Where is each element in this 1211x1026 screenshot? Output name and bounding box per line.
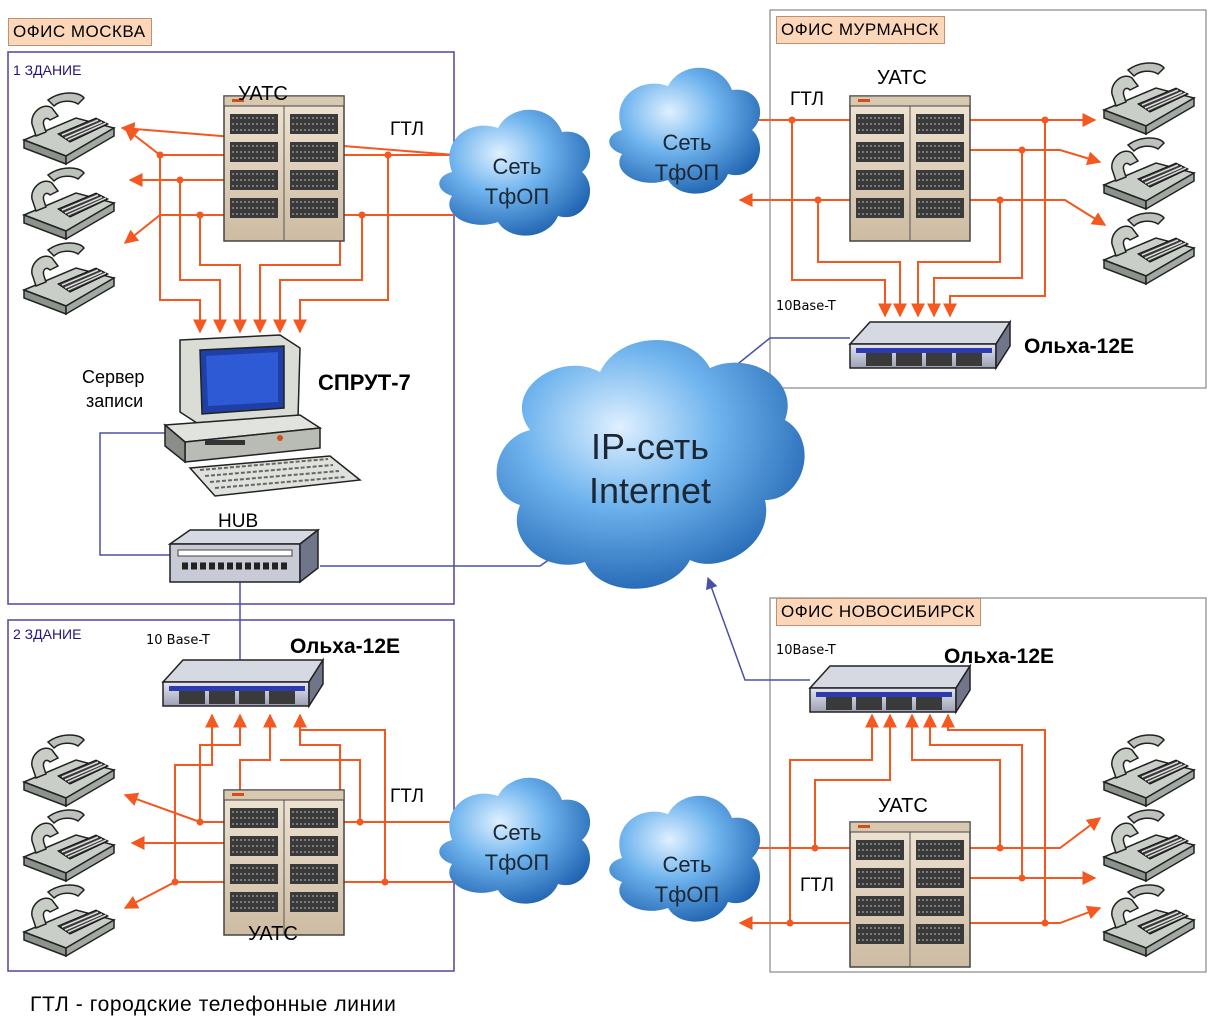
- pbx-murmansk-label: УАТС: [877, 67, 927, 89]
- telephone-icon: [1103, 884, 1195, 957]
- building-2-frame: [7, 619, 455, 972]
- gtl-novosibirsk-label: ГТЛ: [800, 875, 834, 896]
- telephone-icon: [23, 884, 115, 957]
- telephone-icon: [23, 809, 115, 882]
- novosibirsk-port-label: 10Base-T: [776, 643, 836, 658]
- building-1-frame: [7, 51, 455, 605]
- telephone-icon: [23, 167, 115, 240]
- legend-text: ГТЛ - городские телефонные линии: [30, 993, 397, 1016]
- telephone-icon: [23, 92, 115, 165]
- server-name-label: СПРУТ-7: [318, 370, 411, 395]
- telephone-icon: [23, 734, 115, 807]
- building-1-label: 1 ЗДАНИЕ: [13, 62, 82, 78]
- cloud-icon: [439, 777, 591, 904]
- gtl-murmansk-label: ГТЛ: [790, 89, 824, 110]
- telephone-icon: [1103, 809, 1195, 882]
- server-label-line1: Сервер: [82, 367, 145, 387]
- cloud-icon: [609, 795, 761, 922]
- murmansk-gateway-label: Ольха-12Е: [1024, 335, 1135, 358]
- pbx-icon: [223, 789, 345, 936]
- telephone-icon: [1103, 137, 1195, 210]
- cloud-icon: [609, 67, 761, 194]
- moscow-gateway-label: Ольха-12Е: [290, 635, 401, 658]
- pbx-icon: [223, 95, 345, 242]
- novosibirsk-gateway-label: Ольха-12Е: [944, 645, 1055, 668]
- telephone-icon: [1103, 62, 1195, 135]
- office-moscow-tag: ОФИС МОСКВА: [8, 18, 152, 46]
- hub-label: HUB: [218, 511, 259, 532]
- telephone-icon: [23, 242, 115, 315]
- pbx-icon: [849, 95, 971, 242]
- moscow-port-label: 10 Base-T: [146, 633, 210, 648]
- cloud-icon: [496, 339, 805, 589]
- novosibirsk-lines: [738, 713, 1102, 930]
- hub-icon: [167, 528, 321, 584]
- gateway-icon: [849, 321, 1011, 369]
- office-murmansk-tag: ОФИС МУРМАНСК: [776, 16, 945, 44]
- building-2-label: 2 ЗДАНИЕ: [13, 626, 82, 642]
- office-novosibirsk-tag: ОФИС НОВОСИБИРСК: [776, 598, 982, 626]
- gateway-icon: [162, 659, 324, 707]
- cloud-icon: [439, 109, 591, 236]
- gtl-moscow-1-label: ГТЛ: [390, 119, 424, 140]
- pbx-moscow-2-label: УАТС: [248, 923, 298, 945]
- telephone-icon: [1103, 212, 1195, 285]
- gateway-icon: [809, 665, 971, 713]
- murmansk-port-label: 10Base-T: [776, 299, 836, 314]
- pbx-moscow-1-label: УАТС: [238, 83, 288, 105]
- novosibirsk-frame: [769, 597, 1207, 973]
- pbx-icon: [849, 821, 971, 968]
- pbx-novosibirsk-label: УАТС: [878, 795, 928, 817]
- telephone-icon: [1103, 734, 1195, 807]
- server-label-line2: записи: [86, 391, 144, 411]
- gtl-moscow-2-label: ГТЛ: [390, 786, 424, 807]
- server-icon: [163, 334, 362, 497]
